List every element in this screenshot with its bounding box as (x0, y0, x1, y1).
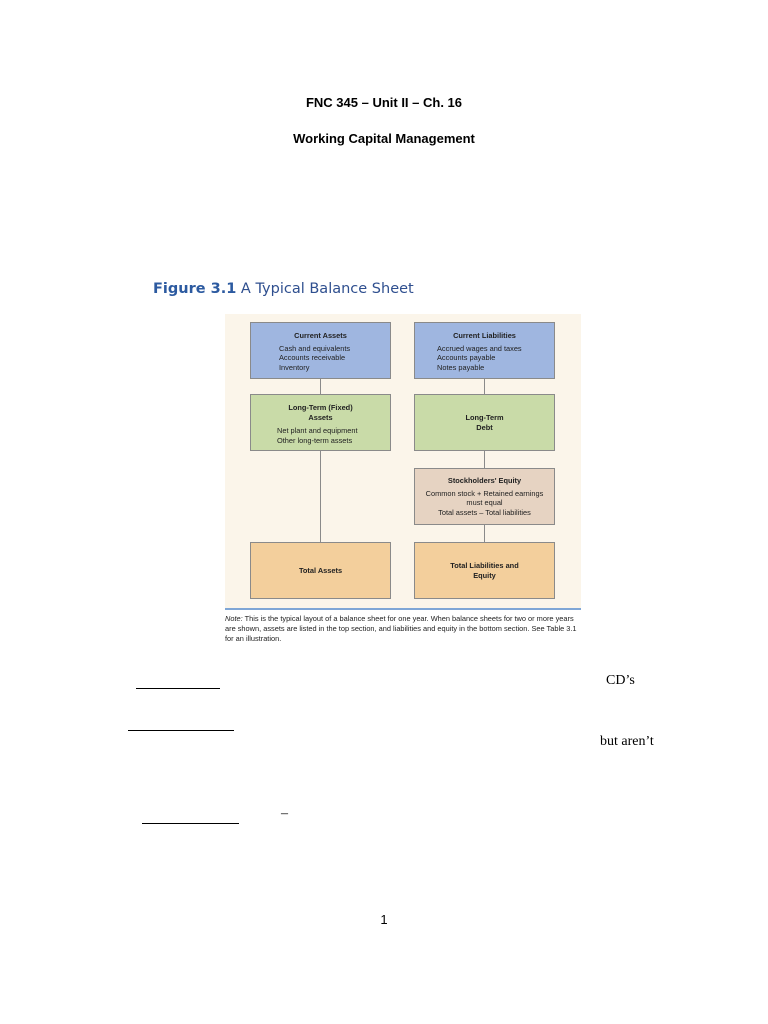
balance-sheet-figure: Current Assets Cash and equivalents Acco… (225, 314, 581, 608)
connector-cl-ltd (484, 379, 485, 394)
current-liabilities-item: Accounts payable (437, 353, 496, 362)
fixed-assets-heading: Long-Term (Fixed) Assets (251, 403, 390, 422)
long-term-debt-heading: Long-Term Debt (465, 413, 503, 432)
current-liabilities-item: Notes payable (437, 362, 485, 372)
fill-in-blank-2 (128, 730, 234, 731)
connector-ca-fa (320, 379, 321, 394)
figure-number: Figure 3.1 (153, 281, 237, 297)
current-assets-item: Cash and equivalents (279, 343, 351, 353)
document-title: FNC 345 – Unit II – Ch. 16 (305, 95, 463, 110)
figure-note: Note: This is the typical layout of a ba… (225, 614, 581, 644)
fixed-assets-heading-line2: Assets (308, 412, 333, 422)
long-term-debt-box: Long-Term Debt (414, 394, 555, 451)
fixed-assets-item: Net plant and equipment (277, 426, 358, 435)
current-liabilities-box: Current Liabilities Accrued wages and ta… (414, 322, 555, 379)
page-number: 1 (380, 912, 388, 927)
fill-in-blank-3 (142, 823, 239, 824)
figure-caption: Figure 3.1 A Typical Balance Sheet (153, 281, 414, 297)
total-liabilities-equity-box: Total Liabilities and Equity (414, 542, 555, 599)
total-le-line2: Equity (473, 570, 496, 580)
fixed-assets-box: Long-Term (Fixed) Assets Net plant and e… (250, 394, 391, 451)
fixed-assets-item: Other long-term assets (277, 435, 353, 445)
current-liabilities-item: Accrued wages and taxes (437, 343, 522, 353)
equity-line: Common stock + Retained earnings (425, 488, 544, 498)
current-assets-heading: Current Assets (294, 331, 347, 340)
note-body: This is the typical layout of a balance … (225, 614, 577, 643)
connector-fa-ta (320, 451, 321, 542)
note-label: Note: (225, 614, 243, 623)
total-assets-heading: Total Assets (298, 565, 343, 575)
long-term-debt-line2: Debt (476, 422, 493, 432)
current-assets-box: Current Assets Cash and equivalents Acco… (250, 322, 391, 379)
stockholders-equity-box: Stockholders' Equity Common stock + Reta… (414, 468, 555, 525)
text-fragment-but-arent: but aren’t (600, 734, 654, 749)
current-liabilities-heading: Current Liabilities (453, 331, 516, 340)
long-term-debt-line1: Long-Term (465, 413, 504, 422)
figure-caption-text: A Typical Balance Sheet (240, 281, 414, 297)
total-assets-box: Total Assets (250, 542, 391, 599)
fill-in-blank-1 (136, 688, 220, 689)
document-subtitle: Working Capital Management (293, 131, 475, 146)
connector-eq-tle (484, 525, 485, 542)
equity-line: Total assets – Total liabilities (438, 507, 531, 517)
text-fragment-dash: – (281, 806, 288, 821)
equity-line: must equal (466, 498, 503, 507)
note-divider (225, 608, 581, 610)
fixed-assets-heading-line1: Long-Term (Fixed) (288, 403, 353, 412)
text-fragment-cds: CD’s (606, 673, 635, 688)
current-assets-item: Inventory (279, 362, 310, 372)
total-le-line1: Total Liabilities and (450, 561, 519, 570)
current-assets-item: Accounts receivable (279, 353, 346, 362)
total-liabilities-equity-heading: Total Liabilities and Equity (450, 561, 518, 580)
stockholders-equity-heading: Stockholders' Equity (447, 476, 522, 485)
connector-ltd-eq (484, 451, 485, 468)
